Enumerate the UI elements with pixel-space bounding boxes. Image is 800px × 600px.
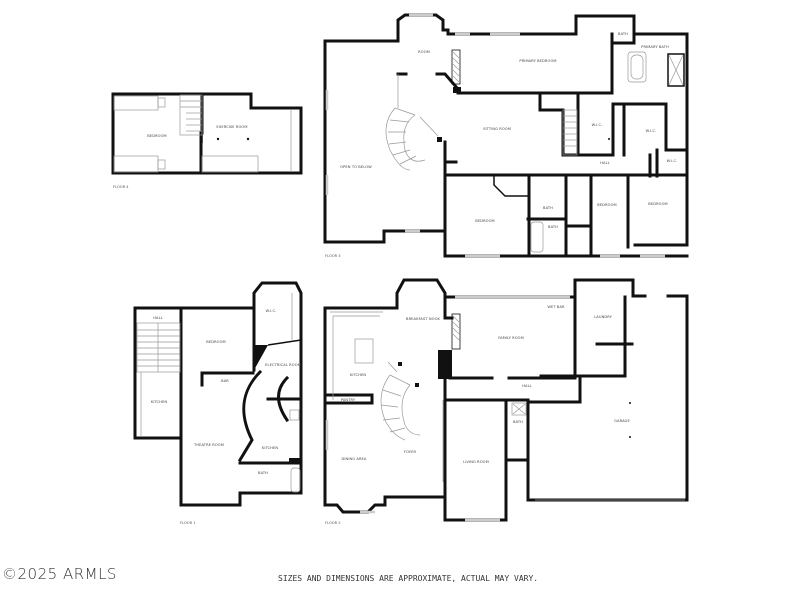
room-label: KITCHEN — [350, 373, 366, 377]
room-label: OPEN TO BELOW — [340, 165, 372, 169]
floor-label: FLOOR 4 — [113, 185, 129, 189]
room-label: BATH — [618, 32, 628, 36]
room-label: PRIMARY BEDROOM — [519, 59, 556, 63]
floor-2-plan: BREAKFAST NOOK KITCHEN PANTRY FAMILY ROO… — [323, 278, 689, 525]
room-label: BEDROOM — [475, 219, 494, 223]
room-label: HALL — [522, 384, 532, 388]
room-label: BATH — [258, 471, 268, 475]
room-label: W.I.C. — [667, 159, 678, 163]
room-label: BATH — [513, 420, 523, 424]
room-label: HALL — [600, 161, 610, 165]
room-label: LAUNDRY — [594, 315, 612, 319]
room-label: SITTING ROOM — [483, 127, 511, 131]
room-label: DINING AREA — [342, 457, 367, 461]
room-label: BREAKFAST NOOK — [406, 317, 441, 321]
room-label: BATH — [543, 206, 553, 210]
disclaimer-text: SIZES AND DIMENSIONS ARE APPROXIMATE, AC… — [278, 574, 539, 583]
room-label: KITCHEN — [262, 446, 278, 450]
room-label: KITCHEN — [151, 400, 167, 404]
room-label: W.I.C. — [646, 129, 657, 133]
room-label: BEDROOM — [147, 134, 166, 138]
room-label: BEDROOM — [206, 340, 225, 344]
room-label: THEATRE ROOM — [193, 443, 224, 447]
floor-label: FLOOR 1 — [180, 521, 196, 525]
floor-label: FLOOR 3 — [325, 254, 341, 258]
floor-label: FLOOR 2 — [325, 521, 341, 525]
room-label: ROOM — [418, 50, 430, 54]
room-label: ELECTRICAL ROOM — [265, 363, 301, 367]
room-label: LIVING ROOM — [463, 460, 489, 464]
floor-4-plan: BEDROOM EXERCISE ROOM FLOOR 4 — [111, 92, 303, 189]
room-label: BEDROOM — [648, 202, 667, 206]
room-label: HALL — [153, 316, 163, 320]
floor-3-plan: ROOM PRIMARY BEDROOM BATH PRIMARY BATH O… — [323, 13, 689, 258]
room-label: FOYER — [404, 450, 417, 454]
room-label: BEDROOM — [597, 203, 616, 207]
room-label: BATH — [548, 225, 558, 229]
watermark-brand: ©2025 ARMLS — [2, 565, 117, 583]
room-label: FAMILY ROOM — [498, 336, 524, 340]
room-label: GARAGE — [614, 419, 630, 423]
floor-1-plan: HALL BEDROOM W.I.C. ELECTRICAL ROOM BAR … — [133, 281, 303, 525]
room-label: W.I.C. — [266, 309, 277, 313]
room-label: W.I.C. — [592, 123, 603, 127]
room-label: BAR — [221, 379, 229, 383]
room-label: PANTRY — [341, 398, 356, 402]
room-label: EXERCISE ROOM — [216, 125, 247, 129]
room-label: WET BAR — [547, 305, 565, 309]
room-label: PRIMARY BATH — [641, 45, 669, 49]
